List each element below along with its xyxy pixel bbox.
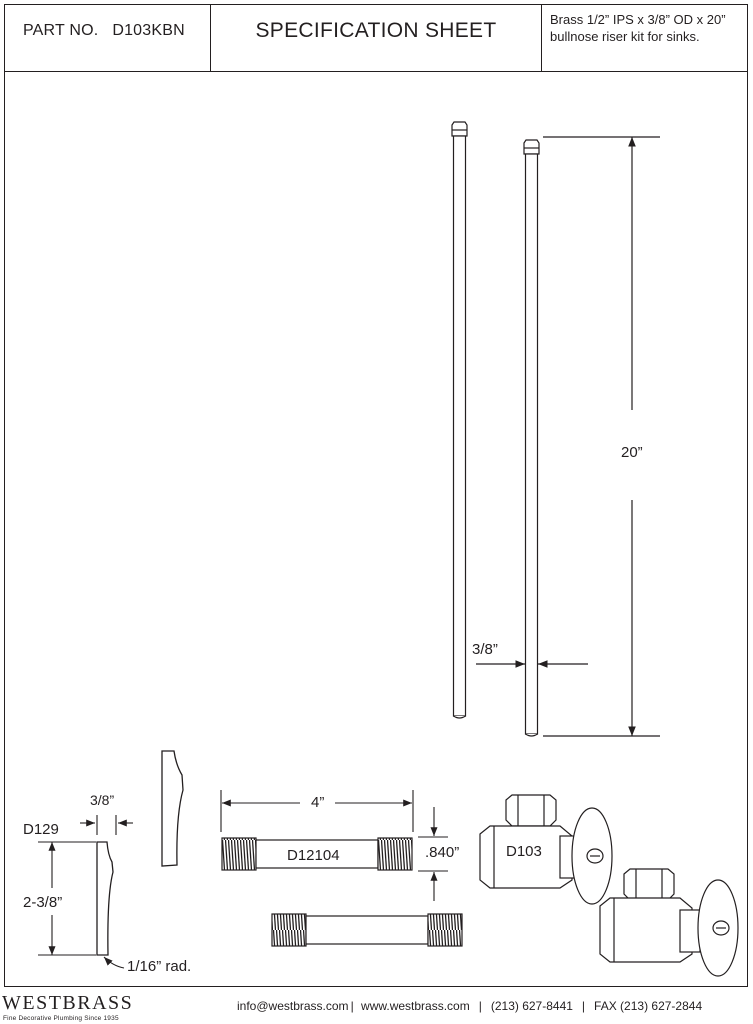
brand-logo: WESTBRASS <box>2 992 134 1014</box>
brand-tagline: Fine Decorative Plumbing Since 1935 <box>3 1015 119 1022</box>
nipple-top <box>221 837 413 871</box>
valve-code-label: D103 <box>506 843 542 860</box>
separator: | <box>478 999 482 1013</box>
nipple-code-label: D12104 <box>287 847 340 864</box>
riser-tube-right <box>523 139 540 737</box>
length-dimension <box>543 136 660 737</box>
description-cell: Brass 1/2” IPS x 3/8” OD x 20” bullnose … <box>542 5 747 71</box>
part-number: PART NO. D103KBN <box>23 22 185 39</box>
product-description: Brass 1/2” IPS x 3/8” OD x 20” bullnose … <box>550 12 726 44</box>
riser-tube-left <box>451 121 468 719</box>
nipple-dimensions <box>220 790 448 901</box>
flange-dimensions <box>38 815 133 969</box>
flange-profile-dimensioned <box>96 841 114 956</box>
flange-height-label: 2-3/8” <box>23 894 63 911</box>
separator: | <box>581 999 586 1013</box>
spec-sheet-frame: PART NO. D103KBN SPECIFICATION SHEET Bra… <box>4 4 748 987</box>
nipple-bottom <box>271 913 463 947</box>
sheet-title: SPECIFICATION SHEET <box>255 19 497 42</box>
flange-profile-top <box>161 750 184 867</box>
part-number-cell: PART NO. D103KBN <box>5 5 211 71</box>
flange-code-label: D129 <box>23 821 59 838</box>
flange-thickness-label: 3/8” <box>90 792 115 808</box>
fax-number: FAX (213) 627-2844 <box>594 999 703 1013</box>
flange-radius-label: 1/16” rad. <box>127 958 192 975</box>
email-link[interactable]: info@westbrass.com <box>237 999 349 1013</box>
nipple-length-label: 4” <box>311 794 325 811</box>
riser-diameter-label: 3/8” <box>472 641 498 658</box>
separator: | <box>350 999 354 1013</box>
angle-stop-valve-rear <box>599 868 739 977</box>
website-link[interactable]: www.westbrass.com <box>361 999 470 1013</box>
phone-number: (213) 627-8441 <box>490 999 573 1013</box>
angle-stop-valve-front <box>479 794 613 905</box>
header-table: PART NO. D103KBN SPECIFICATION SHEET Bra… <box>5 5 747 72</box>
title-cell: SPECIFICATION SHEET <box>211 5 542 71</box>
nipple-diameter-label: .840” <box>425 844 460 861</box>
length-label: 20” <box>621 444 643 461</box>
contact-line: info@westbrass.com| www.westbrass.com|(2… <box>237 999 702 1013</box>
